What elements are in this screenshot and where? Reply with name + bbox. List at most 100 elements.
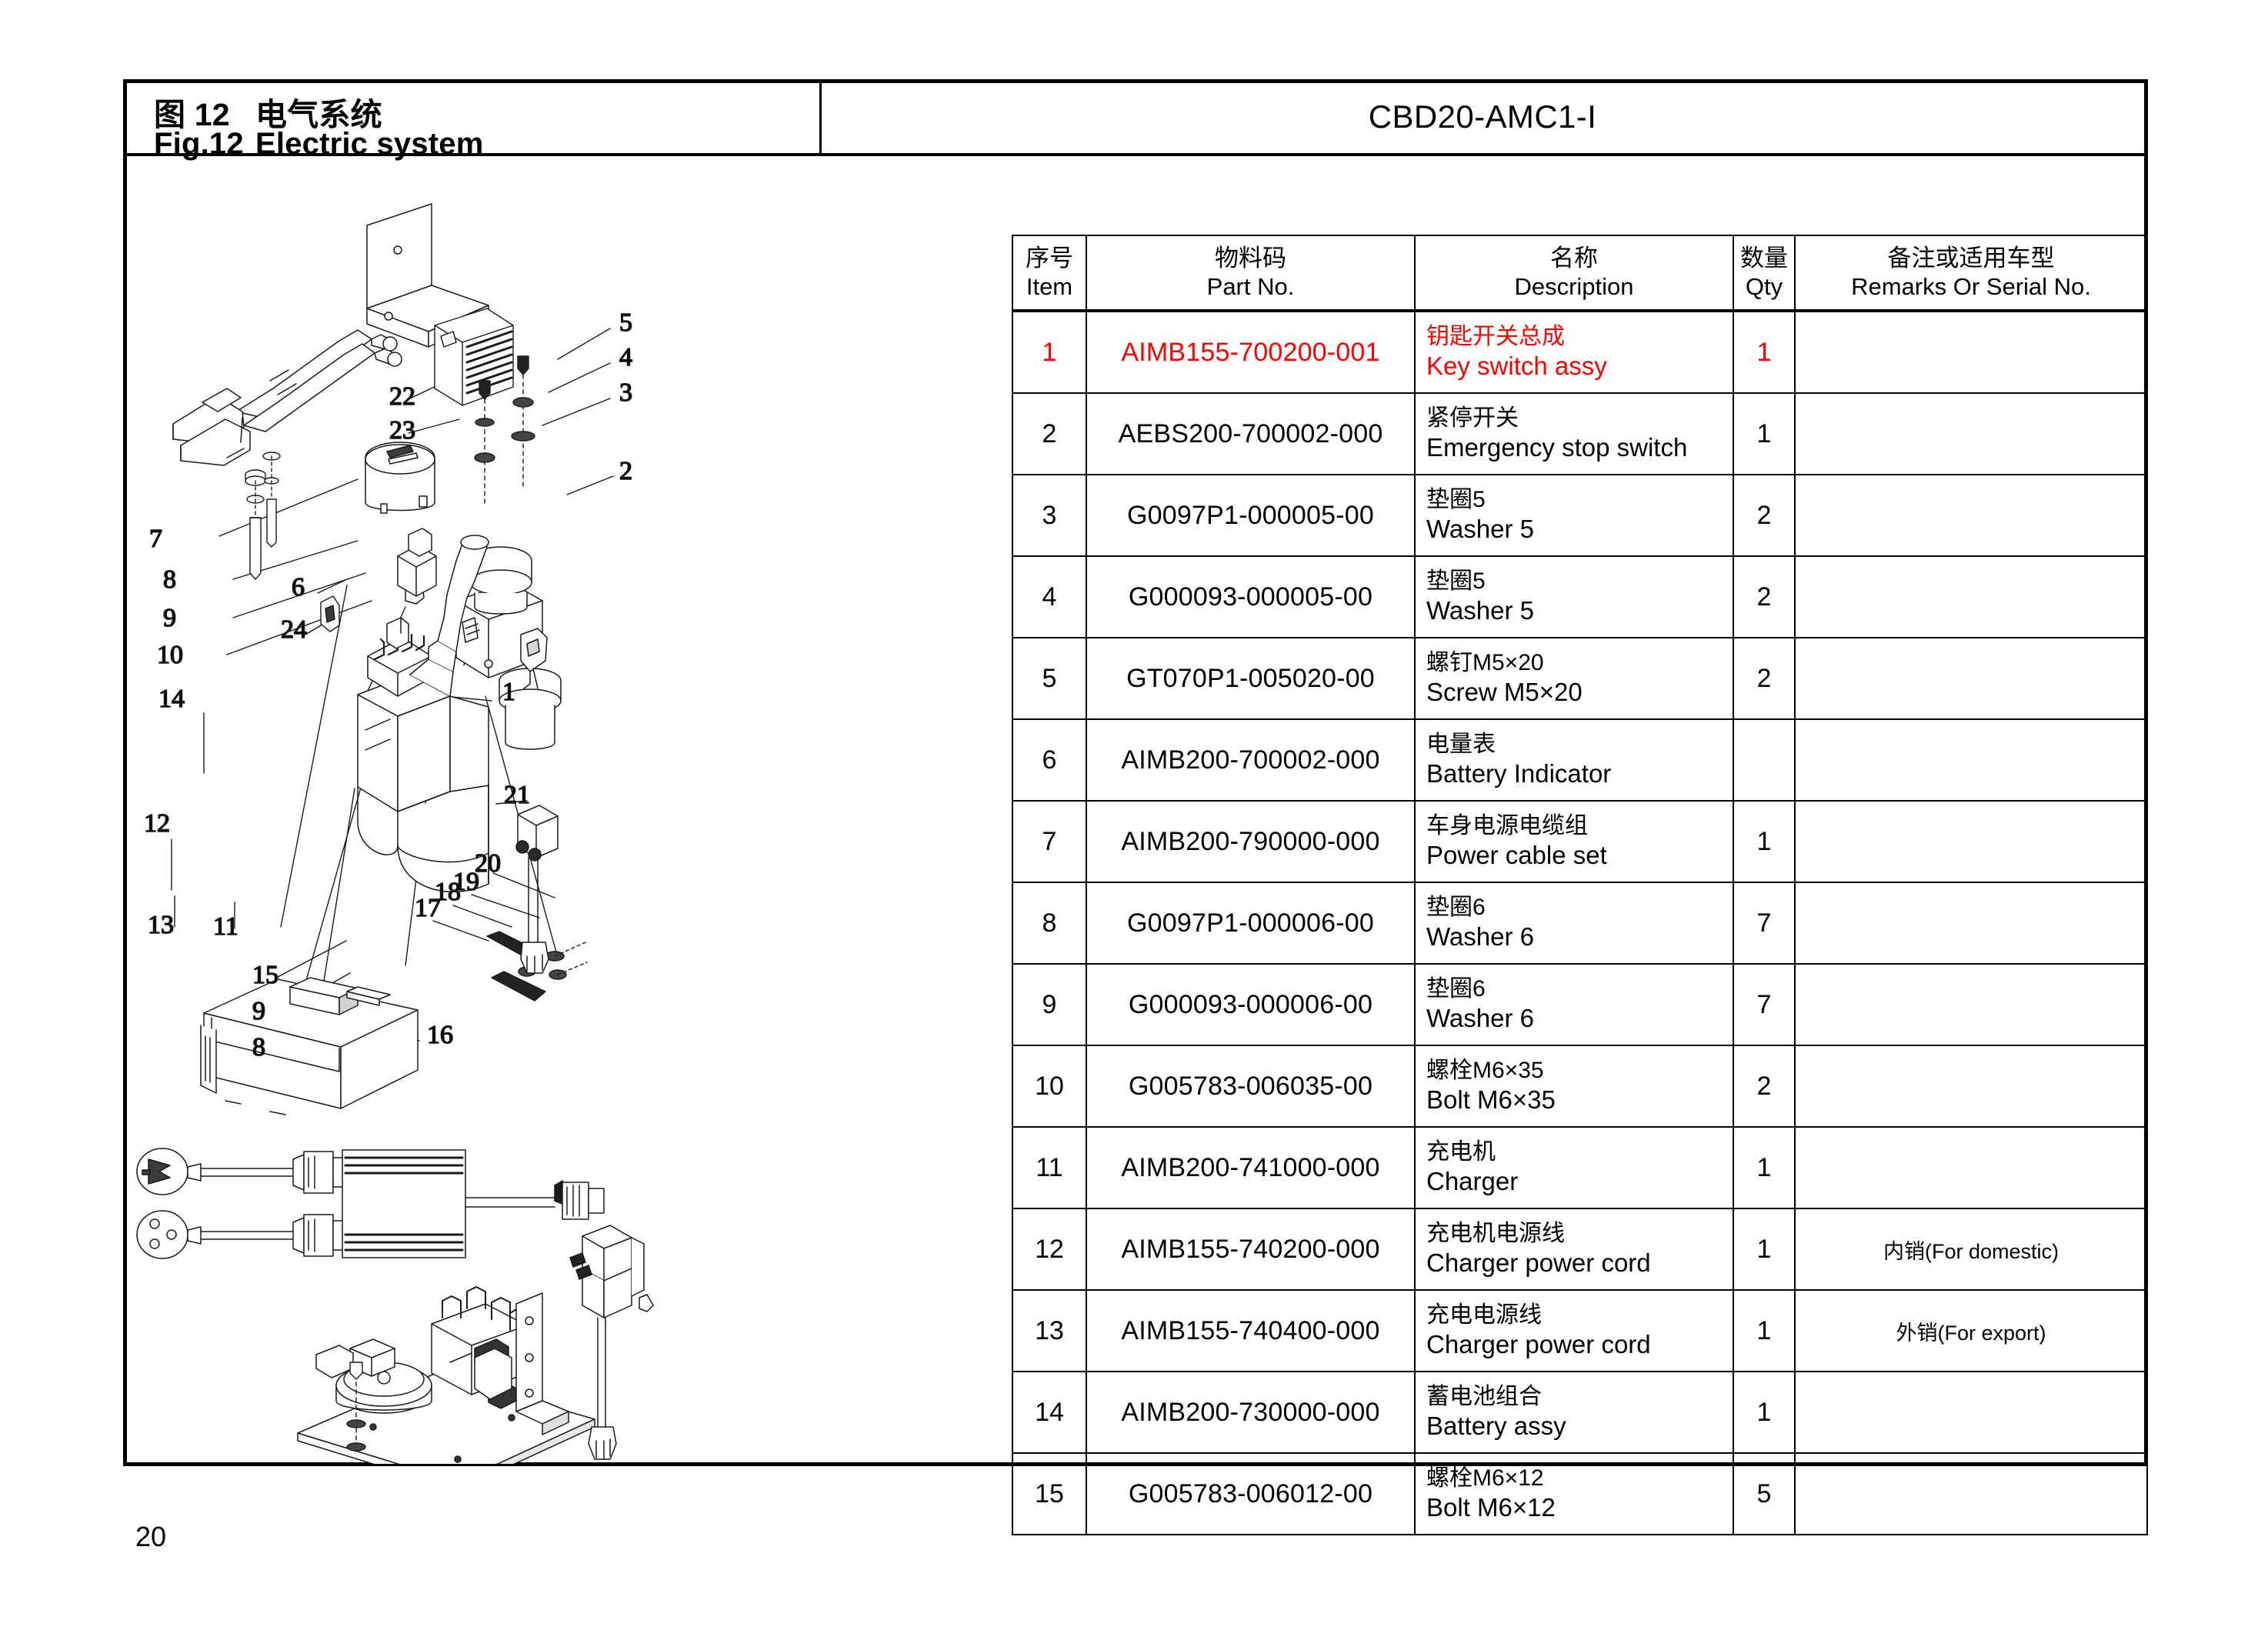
cell-remarks (1794, 637, 2148, 720)
description-english: Battery Indicator (1426, 759, 1612, 788)
description-english: Key switch assy (1426, 352, 1607, 381)
contactor-mounting-bracket (474, 1292, 569, 1435)
cell-remarks: 外销(For export) (1794, 1289, 2148, 1372)
cell-qty: 2 (1733, 555, 1796, 638)
cell-qty: 1 (1733, 1371, 1796, 1454)
charger-power-cord-export (136, 1210, 349, 1259)
cell-item: 5 (1012, 637, 1087, 720)
cell-remarks (1794, 309, 2148, 394)
description-chinese: 垫圈6 (1426, 895, 1486, 921)
parts-list-table: 序号 Item 物料码 Part No. 名称 Description 数量 (1012, 235, 2148, 1535)
column-header-description: 名称 Description (1414, 235, 1734, 312)
callout-number: 9 (252, 997, 265, 1025)
description-chinese: 充电机电源线 (1426, 1221, 1565, 1247)
cell-qty: 5 (1733, 1452, 1796, 1535)
callout-number: 11 (213, 912, 238, 941)
description-english: Washer 5 (1426, 515, 1534, 544)
callout-number: 22 (389, 382, 415, 411)
horn-switch-part (569, 1225, 654, 1460)
column-header-description-cn: 名称 (1550, 244, 1598, 272)
callout-number: 2 (619, 457, 632, 485)
cell-part-no: AIMB200-700002-000 (1086, 718, 1416, 802)
column-header-description-en: Description (1514, 272, 1634, 300)
controller-heatsink (434, 308, 514, 406)
cell-qty (1733, 718, 1796, 802)
cell-item: 14 (1012, 1371, 1087, 1454)
fastener-stack-left (245, 452, 281, 580)
charger-part (342, 1149, 605, 1258)
cell-item: 9 (1012, 963, 1087, 1046)
cell-remarks: 内销(For domestic) (1794, 1208, 2148, 1291)
description-chinese: 充电电源线 (1426, 1302, 1542, 1328)
cell-qty: 1 (1733, 800, 1796, 883)
page-number: 20 (135, 1521, 167, 1552)
column-header-qty: 数量 Qty (1733, 235, 1796, 312)
cell-qty: 1 (1733, 1126, 1796, 1209)
callout-number: 19 (453, 868, 479, 896)
cell-item: 13 (1012, 1289, 1087, 1372)
plate-fastener-stack (346, 1362, 366, 1452)
cell-part-no: G0097P1-000005-00 (1086, 474, 1416, 557)
charger-power-cord-domestic (136, 1148, 349, 1195)
cell-remarks (1794, 474, 2148, 557)
description-english: Bolt M6×12 (1426, 1493, 1556, 1522)
cell-remarks (1794, 800, 2148, 883)
description-chinese: 钥匙开关总成 (1426, 324, 1565, 350)
callout-number: 21 (504, 781, 530, 809)
description-chinese: 垫圈5 (1426, 487, 1486, 513)
cell-qty: 1 (1733, 309, 1796, 394)
column-header-item-en: Item (1026, 272, 1073, 300)
contactor-coil-part (315, 1338, 432, 1414)
cell-part-no: G000093-000005-00 (1086, 555, 1416, 638)
callout-number: 15 (252, 961, 278, 989)
battery-assembly-part (200, 977, 419, 1115)
callout-number: 8 (163, 565, 176, 594)
cell-part-no: AIMB155-740400-000 (1086, 1289, 1416, 1372)
cell-remarks (1794, 392, 2148, 475)
cell-part-no: AEBS200-700002-000 (1086, 392, 1416, 475)
cell-qty: 1 (1733, 392, 1796, 475)
description-english: Bolt M6×35 (1426, 1085, 1556, 1115)
cell-qty: 7 (1733, 963, 1796, 1046)
cell-part-no: G0097P1-000006-00 (1086, 882, 1416, 965)
callout-number: 17 (415, 894, 441, 922)
cell-part-no: AIMB200-730000-000 (1086, 1371, 1416, 1454)
figure-number-chinese: 图 12 (154, 97, 230, 132)
tiller-arm-part (172, 329, 402, 466)
cell-qty: 2 (1733, 474, 1796, 557)
cell-remarks (1794, 882, 2148, 965)
cell-item: 6 (1012, 718, 1087, 802)
callout-number: 23 (389, 416, 415, 445)
callout-number: 18 (435, 878, 461, 906)
estop-fastener-stack (474, 355, 535, 505)
description-chinese: 紧停开关 (1426, 405, 1519, 432)
description-english: Emergency stop switch (1426, 433, 1688, 462)
cell-item: 10 (1012, 1045, 1087, 1128)
description-chinese: 蓄电池组合 (1426, 1384, 1542, 1410)
cell-item: 2 (1012, 392, 1087, 475)
callout-number: 14 (158, 685, 185, 713)
callout-number: 4 (619, 343, 632, 372)
battery-indicator-part (365, 442, 435, 514)
cell-remarks (1794, 1126, 2148, 1209)
description-english: Battery assy (1426, 1412, 1566, 1441)
